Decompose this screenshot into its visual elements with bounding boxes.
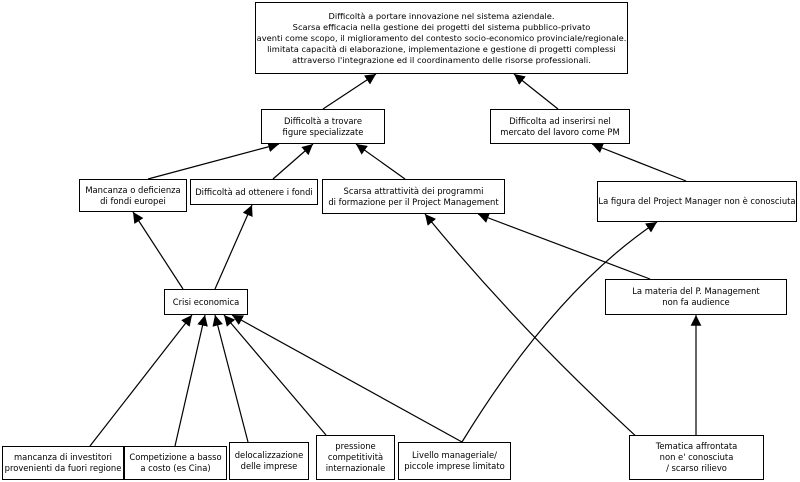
node-ottenere-fondi[interactable]: Difficoltà ad ottenere i fondi	[190, 179, 318, 205]
node-figure-specializzate[interactable]: Difficoltà a trovare figure specializzat…	[261, 109, 385, 144]
edge-fondi_europei-to-figure_specializzate	[147, 141, 280, 180]
node-root-problem-text: Difficoltà a portare innovazione nel sis…	[256, 10, 627, 65]
edge-delocalizzazione-to-crisi_economica	[212, 314, 249, 443]
node-figura-pm-text: La figura del Project Manager non è cono…	[598, 196, 796, 206]
node-pressione[interactable]: pressione competitività internazionale	[316, 435, 395, 480]
node-fondi-europei-text: Mancanza o deficienza di fondi europei	[85, 184, 181, 206]
node-pressione-text: pressione competitività internazionale	[325, 441, 386, 473]
edge-programmi_formazione-to-figure_specializzate	[355, 143, 406, 180]
node-mercato-lavoro-pm[interactable]: Difficolta ad inserirsi nel mercato del …	[490, 109, 630, 144]
edge-ottenere_fondi-to-figure_specializzate	[272, 143, 314, 180]
edge-materia_pm-to-programmi_formazione	[477, 212, 651, 280]
edge-investitori-to-crisi_economica	[89, 314, 193, 447]
node-figura-pm[interactable]: La figura del Project Manager non è cono…	[597, 181, 797, 222]
node-ottenere-fondi-text: Difficoltà ad ottenere i fondi	[195, 186, 313, 197]
edge-figura_pm-to-mercato_lavoro_pm	[591, 142, 687, 182]
node-livello-manageriale[interactable]: Livello manageriale/ piccole imprese lim…	[398, 442, 511, 480]
node-crisi-economica[interactable]: Crisi economica	[164, 289, 248, 315]
node-programmi-formazione-text: Scarsa attrattività dei programmi di for…	[328, 185, 499, 207]
edge-competizione-to-crisi_economica	[174, 314, 208, 447]
node-competizione-text: Competizione a basso a costo (es Cina)	[129, 452, 222, 473]
node-programmi-formazione[interactable]: Scarsa attrattività dei programmi di for…	[322, 179, 505, 214]
node-mercato-lavoro-pm-text: Difficolta ad inserirsi nel mercato del …	[500, 115, 620, 137]
node-tematica-text: Tematica affrontata non e' conosciuta / …	[655, 441, 738, 473]
node-fondi-europei[interactable]: Mancanza o deficienza di fondi europei	[79, 179, 187, 212]
edge-tematica-to-programmi_formazione	[424, 213, 641, 441]
edge-crisi_economica-to-ottenere_fondi	[214, 204, 253, 290]
edge-crisi_economica-to-fondi_europei	[132, 211, 184, 290]
node-investitori-text: mancanza di investitori provenienti da f…	[4, 452, 122, 473]
node-competizione[interactable]: Competizione a basso a costo (es Cina)	[124, 446, 227, 480]
node-materia-pm[interactable]: La materia del P. Management non fa audi…	[605, 279, 787, 315]
node-root-problem[interactable]: Difficoltà a portare innovazione nel sis…	[255, 2, 628, 74]
node-tematica[interactable]: Tematica affrontata non e' conosciuta / …	[629, 435, 764, 480]
node-crisi-economica-text: Crisi economica	[172, 296, 240, 307]
edge-figure_specializzate-to-root	[322, 73, 377, 110]
node-livello-manageriale-text: Livello manageriale/ piccole imprese lim…	[404, 450, 505, 471]
node-figure-specializzate-text: Difficoltà a trovare figure specializzat…	[282, 115, 364, 137]
node-delocalizzazione-text: delocalizzazione delle imprese	[234, 450, 304, 471]
edge-pressione-to-crisi_economica	[223, 314, 327, 436]
edge-mercato_lavoro_pm-to-root	[513, 73, 559, 110]
node-materia-pm-text: La materia del P. Management non fa audi…	[632, 286, 760, 307]
edge-livello_manageriale-to-figura_pm	[461, 221, 658, 443]
edge-livello_manageriale-to-crisi_economica	[231, 314, 463, 443]
node-investitori[interactable]: mancanza di investitori provenienti da f…	[2, 446, 124, 480]
node-delocalizzazione[interactable]: delocalizzazione delle imprese	[229, 442, 309, 480]
